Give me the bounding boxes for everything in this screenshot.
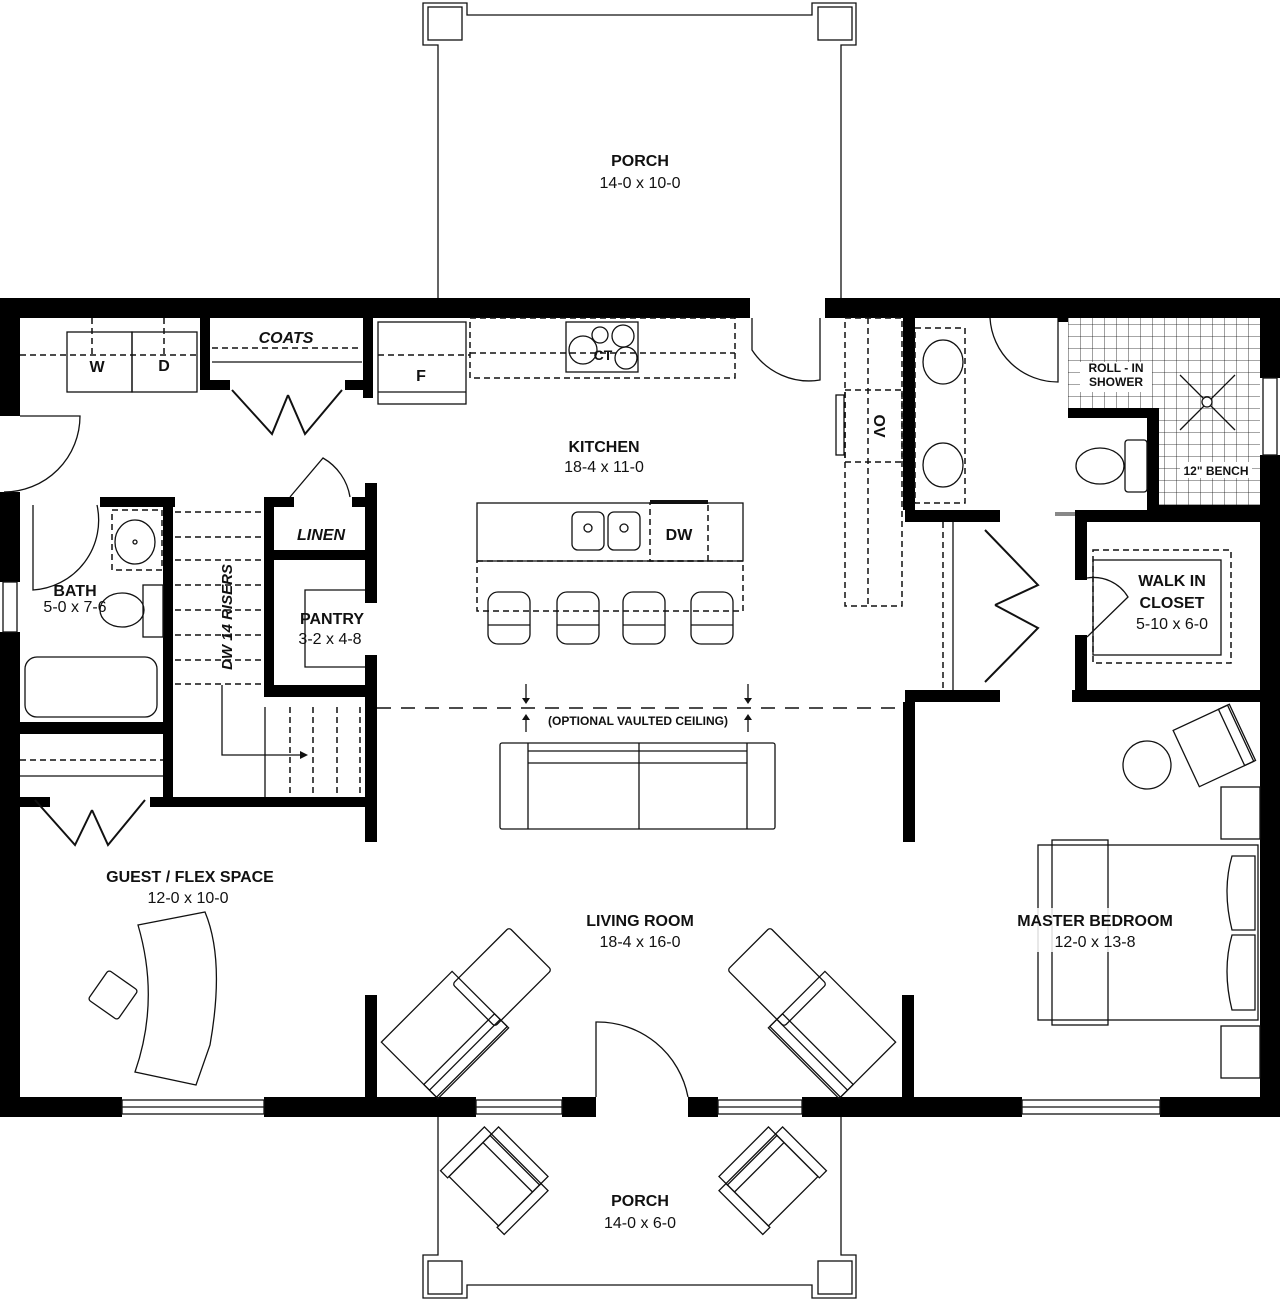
linen-pantry: LINEN PANTRY 3-2 x 4-8 — [264, 457, 377, 697]
stairs: DW 14 RISERS — [175, 511, 361, 797]
porch-chair-right — [718, 1126, 828, 1236]
shower-label-line1: ROLL - IN — [1088, 361, 1143, 375]
bar-stools — [487, 591, 734, 645]
laundry-area: W D COATS — [3, 318, 373, 493]
kitchen-size: 18-4 x 11-0 — [564, 459, 644, 476]
guest-flex-space: GUEST / FLEX SPACE 12-0 x 10-0 — [34, 799, 377, 1097]
dryer-label: D — [158, 358, 170, 375]
kitchen-label: KITCHEN — [568, 439, 639, 456]
stairs-label: DW 14 RISERS — [219, 564, 236, 670]
linen-label: LINEN — [297, 527, 345, 544]
dishwasher-label: DW — [666, 527, 694, 544]
pantry-label: PANTRY — [300, 611, 364, 628]
living-room: LIVING ROOM 18-4 x 16-0 — [380, 742, 914, 1100]
master-bedroom-label: MASTER BEDROOM — [1017, 913, 1173, 930]
windows — [2, 377, 1278, 1115]
master-closets: WALK IN CLOSET 5-10 x 6-0 — [905, 510, 1260, 702]
living-room-label: LIVING ROOM — [586, 913, 694, 930]
armchair-left — [380, 970, 510, 1100]
closet-label-line1: WALK IN — [1138, 573, 1206, 590]
fridge-label: F — [416, 368, 426, 385]
armchair-right — [767, 970, 897, 1100]
kitchen: F CT KITCHEN 18-4 x 11-0 DW — [377, 317, 903, 645]
master-bedroom-size: 12-0 x 13-8 — [1055, 934, 1136, 951]
coats-label: COATS — [259, 330, 314, 347]
front-porch-label: PORCH — [611, 1193, 669, 1210]
shower-label-line2: SHOWER — [1089, 375, 1143, 389]
living-room-size: 18-4 x 16-0 — [600, 934, 681, 951]
bath-size: 5-0 x 7-6 — [43, 599, 106, 616]
guest-size: 12-0 x 10-0 — [148, 890, 229, 907]
master-bedroom: MASTER BEDROOM 12-0 x 13-8 — [903, 702, 1261, 1079]
sofa — [499, 742, 776, 830]
rear-porch-label: PORCH — [611, 153, 669, 170]
rear-porch: PORCH 14-0 x 10-0 — [422, 2, 857, 298]
pantry-size: 3-2 x 4-8 — [298, 631, 361, 648]
exterior-walls — [0, 298, 1280, 1117]
front-porch-size: 14-0 x 6-0 — [604, 1215, 676, 1232]
rear-porch-size: 14-0 x 10-0 — [600, 175, 681, 192]
washer-label: W — [89, 359, 105, 376]
vaulted-ceiling-marker: (OPTIONAL VAULTED CEILING) — [377, 684, 905, 732]
front-porch: PORCH 14-0 x 6-0 — [422, 1115, 857, 1299]
closet-size: 5-10 x 6-0 — [1136, 616, 1208, 633]
vaulted-ceiling-label: (OPTIONAL VAULTED CEILING) — [548, 714, 728, 728]
porch-chair-left — [439, 1126, 549, 1236]
guest-label: GUEST / FLEX SPACE — [106, 869, 274, 886]
partition-wall — [365, 697, 377, 842]
bath-label: BATH — [53, 583, 96, 600]
master-bath: ROLL - IN SHOWER 12" BENCH — [903, 298, 1260, 516]
closet-label-line2: CLOSET — [1140, 595, 1205, 612]
bath: BATH 5-0 x 7-6 — [20, 497, 365, 807]
bench-label: 12" BENCH — [1183, 464, 1248, 478]
cooktop-label: CT — [594, 347, 613, 363]
oven-label: OV — [870, 414, 887, 437]
